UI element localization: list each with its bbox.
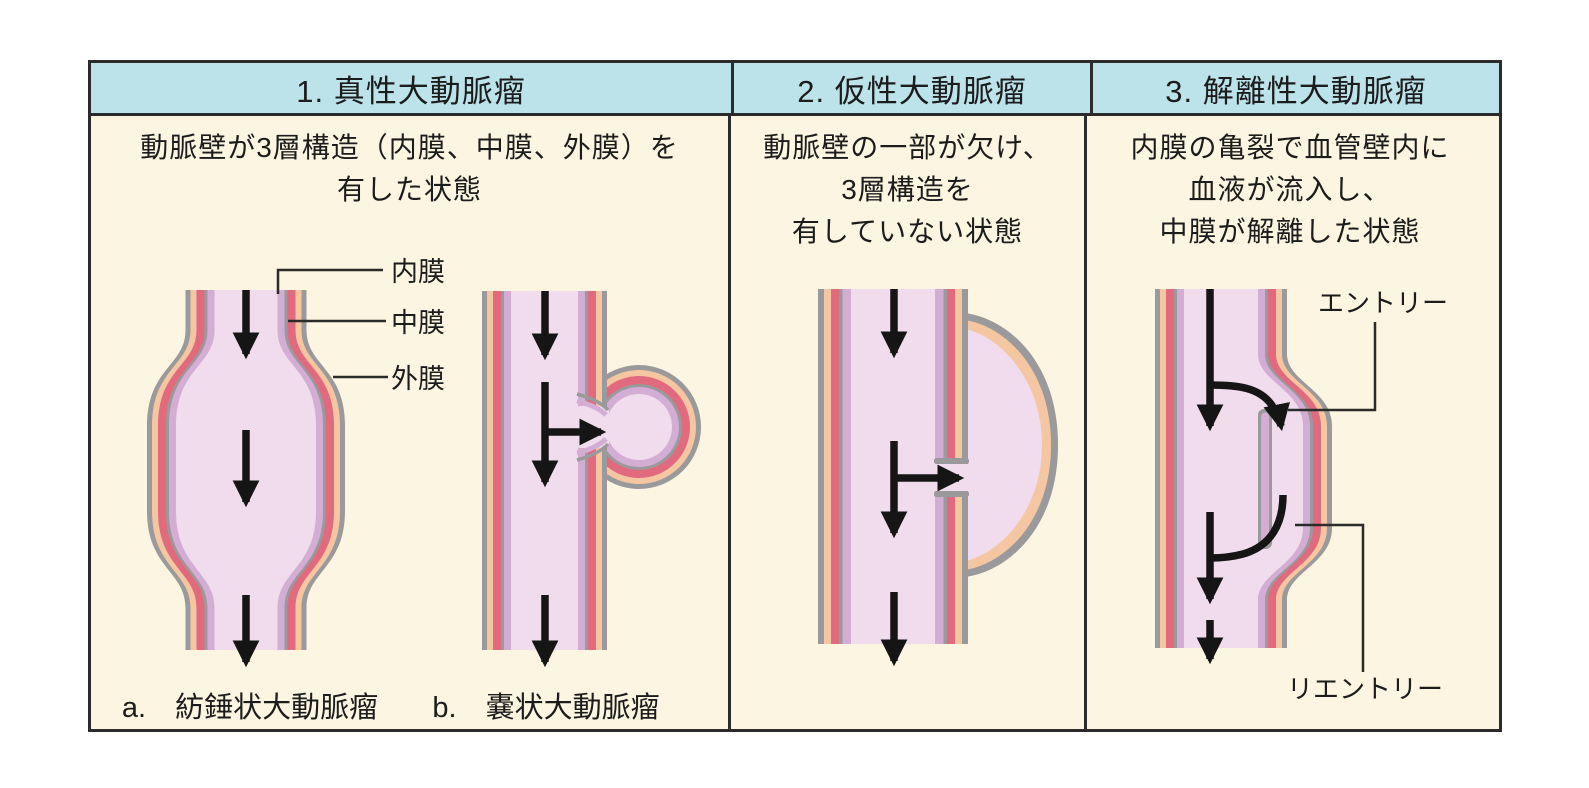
true-aneurysm-diagram: 内膜 中膜 外膜 a. 紡錘状大動脈瘤 b. 嚢状大動脈瘤 xyxy=(122,257,701,724)
description-line: 動脈壁が3層構造（内膜、中膜、外膜）を xyxy=(140,132,679,163)
true-aneurysm-description: 動脈壁が3層構造（内膜、中膜、外膜）を 有した状態 xyxy=(91,116,728,211)
panel-true-aneurysm: 動脈壁が3層構造（内膜、中膜、外膜）を 有した状態 xyxy=(91,116,731,729)
dissecting-aneurysm-diagram: エントリー リエントリー xyxy=(1155,288,1448,704)
intima-label: 内膜 xyxy=(391,257,445,287)
description-line: 内膜の亀裂で血管壁内に xyxy=(1130,132,1450,163)
media-label: 中膜 xyxy=(391,308,445,338)
panel-pseudo-aneurysm: 動脈壁の一部が欠け、 3層構造を 有していない状態 xyxy=(731,116,1087,729)
header-pseudo-aneurysm: 2. 仮性大動脈瘤 xyxy=(734,63,1093,113)
table-header-row: 1. 真性大動脈瘤 2. 仮性大動脈瘤 3. 解離性大動脈瘤 xyxy=(91,63,1499,116)
saccular-vessel xyxy=(482,291,701,650)
header-true-aneurysm: 1. 真性大動脈瘤 xyxy=(91,63,734,113)
pseudo-aneurysm-description: 動脈壁の一部が欠け、 3層構造を 有していない状態 xyxy=(731,116,1084,253)
pseudo-aneurysm-diagram xyxy=(818,289,1058,667)
pseudoaneurysm-sac xyxy=(965,313,1058,577)
blood-flow-arrows-saccular xyxy=(531,291,607,668)
intima-flap xyxy=(1258,409,1272,549)
description-line: 有した状態 xyxy=(336,174,482,205)
description-line: 動脈壁の一部が欠け、 xyxy=(763,132,1052,163)
blood-flow-arrows xyxy=(880,289,965,667)
entry-arrow-into-false-lumen xyxy=(1209,381,1290,432)
description-line: 有していない状態 xyxy=(791,216,1024,247)
layer-pointer-lines xyxy=(276,268,388,379)
description-line: 血液が流入し、 xyxy=(1188,174,1392,205)
flow-pointer-lines xyxy=(1288,322,1377,672)
reentry-curve-into-true-lumen xyxy=(1209,494,1287,562)
adventitia-label: 外膜 xyxy=(391,364,445,394)
dissected-vessel xyxy=(1155,289,1332,648)
description-line: 中膜が解離した状態 xyxy=(1159,216,1421,247)
header-dissecting-aneurysm: 3. 解離性大動脈瘤 xyxy=(1165,73,1427,109)
saccular-caption: b. 嚢状大動脈瘤 xyxy=(432,691,659,724)
entry-pointer-line xyxy=(1288,322,1377,412)
aneurysm-classification-table: 1. 真性大動脈瘤 2. 仮性大動脈瘤 3. 解離性大動脈瘤 動脈壁が3層構造（… xyxy=(88,60,1502,732)
fusiform-caption: a. 紡錘状大動脈瘤 xyxy=(122,691,378,724)
entry-label: エントリー xyxy=(1318,288,1448,318)
reentry-label: リエントリー xyxy=(1287,674,1443,704)
panel-dissecting-aneurysm: 内膜の亀裂で血管壁内に 血液が流入し、 中膜が解離した状態 xyxy=(1087,116,1493,729)
reentry-pointer-line xyxy=(1295,523,1365,672)
intima-pointer-line xyxy=(276,268,383,294)
blood-flow-arrows xyxy=(1196,289,1290,665)
description-line: 3層構造を xyxy=(841,174,974,205)
table-body-row: 動脈壁が3層構造（内膜、中膜、外膜）を 有した状態 xyxy=(91,116,1499,729)
dissecting-aneurysm-description: 内膜の亀裂で血管壁内に 血液が流入し、 中膜が解離した状態 xyxy=(1087,116,1493,253)
